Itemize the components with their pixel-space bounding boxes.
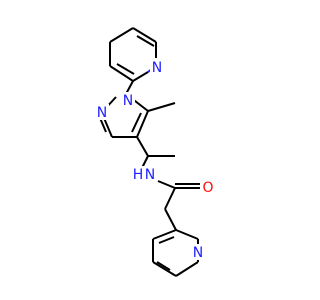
molecule-diagram: N N N N H O N [95,27,215,277]
methyl-group [147,102,176,112]
atom-label-amide-h: H [133,167,144,183]
atom-label-amide-n: N [145,167,155,183]
atom-label-n1-pyrazole: N [123,93,133,109]
atom-label-carbonyl-o: O [202,180,213,196]
top-pyridine-ring [109,27,157,82]
atom-label-n-bottom-pyridine: N [193,245,203,261]
atom-label-n-top-pyridine: N [152,60,162,76]
atom-label-n2-pyrazole: N [97,105,107,121]
chain-bonds [136,136,200,231]
structure-canvas: N N N N H O N [95,27,215,277]
